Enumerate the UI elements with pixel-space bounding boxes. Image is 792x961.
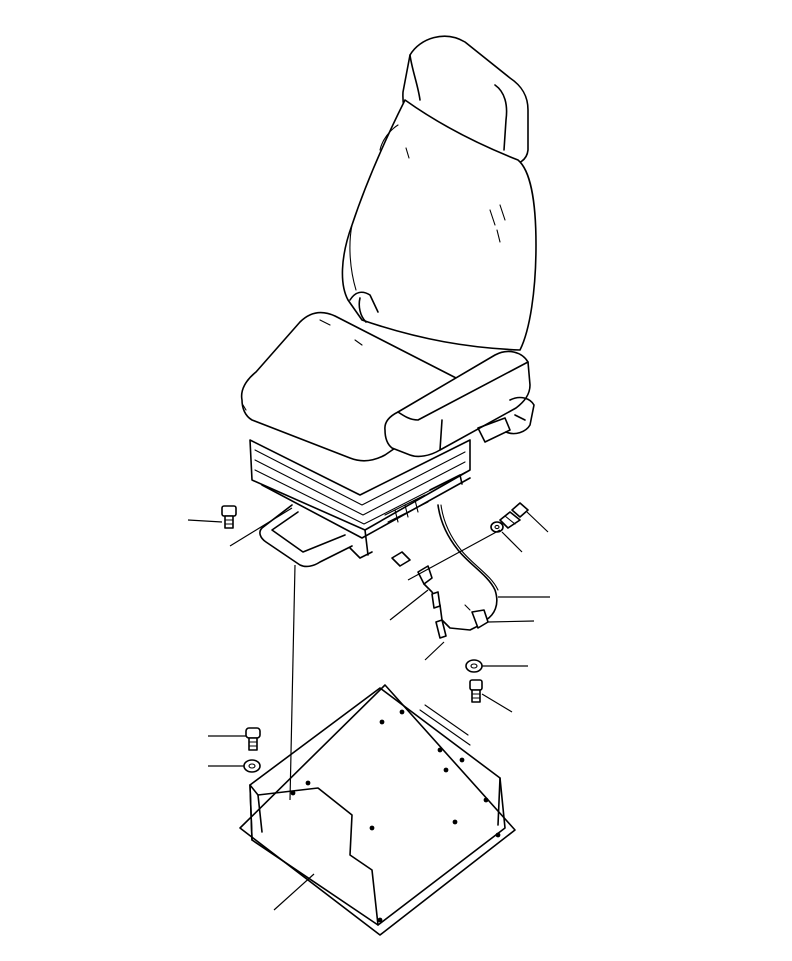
callout-leader-2: [229, 507, 293, 547]
bolt-top-right: [499, 502, 529, 529]
bolt-lower-left: [245, 727, 261, 751]
callout-leader-3: [526, 511, 549, 533]
callout-leader-11: [481, 693, 513, 713]
mounting-bracket: [239, 684, 516, 936]
washer-lower: [465, 659, 483, 673]
callout-leaders: [187, 507, 550, 911]
fore-aft-handle: [259, 504, 353, 568]
bolt-top-left: [221, 505, 237, 529]
armrest: [384, 350, 531, 458]
callout-leader-7: [487, 620, 535, 623]
callout-leader-8: [389, 589, 429, 621]
connector-cluster: [391, 551, 489, 639]
washer-base: [243, 759, 261, 773]
callout-leader-1: [187, 519, 223, 523]
washer-upper: [490, 521, 504, 533]
seat-harness: [437, 504, 499, 621]
suspension-base: [249, 439, 471, 559]
recline-lever: [477, 396, 535, 443]
operator-seat: [240, 35, 537, 621]
callout-leader-9: [424, 641, 445, 661]
callout-leader-14: [273, 873, 315, 911]
callout-leader-4: [501, 531, 523, 553]
backrest: [341, 99, 537, 351]
bolt-mid-right: [469, 679, 483, 703]
callout-leader-5: [407, 529, 501, 581]
assembly-guide-line: [289, 564, 296, 801]
